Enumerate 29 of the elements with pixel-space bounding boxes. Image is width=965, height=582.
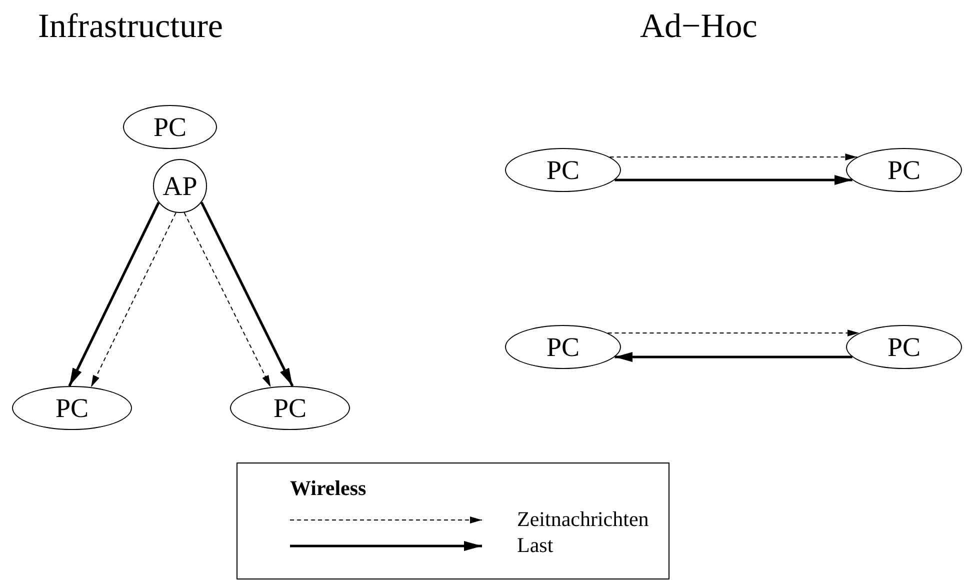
arrow: [609, 154, 858, 160]
arrow: [200, 202, 294, 387]
node-label: PC: [546, 332, 580, 362]
ellipse-node: [123, 105, 217, 149]
legend-label: Zeitnachrichten: [517, 507, 649, 532]
node-label: PC: [887, 154, 921, 186]
circle-node: [153, 159, 207, 213]
node-label: PC: [273, 392, 307, 424]
ellipse-node: [12, 386, 132, 430]
legend-title: Wireless: [290, 476, 366, 501]
section-title: Infrastructure: [38, 8, 224, 46]
node-label: AP: [162, 170, 198, 202]
arrow: [184, 212, 272, 388]
section-title: Ad−Hoc: [640, 8, 758, 46]
arrow: [90, 212, 176, 388]
node-label: PC: [887, 332, 921, 362]
ellipse-node: [505, 148, 621, 192]
arrow: [614, 352, 852, 362]
ellipse-node: [846, 325, 962, 369]
arrow: [614, 175, 852, 185]
legend-label: Last: [517, 533, 554, 558]
ellipse-node: [505, 325, 621, 369]
ellipse-node: [846, 148, 962, 192]
arrow: [68, 202, 160, 387]
ellipse-node: [230, 386, 350, 430]
node-label: PC: [153, 112, 187, 142]
arrow: [607, 330, 860, 336]
node-label: PC: [546, 154, 580, 186]
node-label: PC: [55, 392, 89, 424]
